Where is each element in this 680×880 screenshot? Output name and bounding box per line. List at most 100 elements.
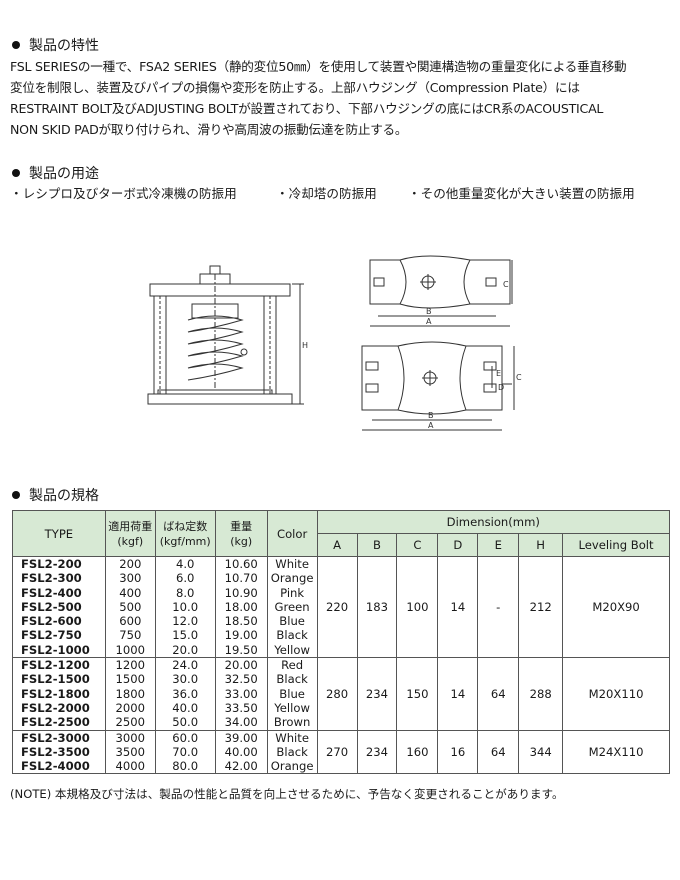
spring-value: 15.0 xyxy=(172,628,199,643)
bullet-icon xyxy=(12,41,20,49)
cell-dim-a: 280 xyxy=(316,657,358,731)
cell-dim-a: 220 xyxy=(316,556,358,659)
uses-heading: 製品の用途 xyxy=(10,166,99,182)
dim-label-c: C xyxy=(516,373,522,382)
spring-value: 4.0 xyxy=(175,557,195,571)
load-value: 600 xyxy=(119,614,142,629)
cell-dim-c: 150 xyxy=(396,657,439,731)
header-weight: 重量(kg) xyxy=(214,510,268,557)
type-value: FSL2-2000 xyxy=(21,700,90,715)
spring-value: 12.0 xyxy=(172,614,199,629)
load-value: 2500 xyxy=(115,715,146,730)
color-value: Red xyxy=(281,658,304,673)
load-value: 400 xyxy=(119,585,142,600)
weight-value: 33.00 xyxy=(224,686,258,701)
spring-value: 30.0 xyxy=(172,672,199,687)
spring-value: 50.0 xyxy=(172,715,199,730)
weight-value: 10.60 xyxy=(224,557,258,571)
color-value: Black xyxy=(276,672,308,687)
load-value: 200 xyxy=(119,557,142,571)
cell-dim-b: 234 xyxy=(356,657,398,731)
mount-bottom-plan-drawing: E D C B A xyxy=(361,341,522,431)
load-value: 1500 xyxy=(115,672,146,687)
cell-dim-h: 288 xyxy=(518,657,564,731)
color-value: Green xyxy=(274,599,310,614)
weight-value: 19.50 xyxy=(224,642,258,657)
cell-dim-c: 100 xyxy=(396,556,439,659)
dim-label-h: H xyxy=(302,341,308,350)
cell-dim-bolt: M20X110 xyxy=(562,657,670,731)
type-value: FSL2-1500 xyxy=(21,672,90,687)
header-c: C xyxy=(396,533,439,557)
weight-value: 40.00 xyxy=(224,744,258,759)
cell-dim-a: 270 xyxy=(316,730,358,775)
color-value: Orange xyxy=(270,759,314,774)
color-value: Yellow xyxy=(274,700,310,715)
weight-value: 39.00 xyxy=(224,730,258,745)
color-value: Black xyxy=(276,744,308,759)
header-a: A xyxy=(316,533,358,557)
header-color: Color xyxy=(266,510,318,557)
color-value: Blue xyxy=(279,614,305,629)
cell-dim-h: 212 xyxy=(518,556,564,659)
cell-dim-e: 64 xyxy=(477,657,520,731)
dim-label-a: A xyxy=(428,421,434,430)
spec-heading: 製品の規格 xyxy=(10,488,99,504)
type-value: FSL2-4000 xyxy=(21,759,90,774)
color-value: Orange xyxy=(270,571,314,586)
header-spring: ばね定数(kgf/mm) xyxy=(154,510,216,557)
weight-value: 20.00 xyxy=(224,658,258,673)
load-value: 4000 xyxy=(115,759,146,774)
spring-value: 70.0 xyxy=(172,744,199,759)
spring-value: 8.0 xyxy=(175,585,195,600)
header-load: 適用荷重(kgf) xyxy=(104,510,156,557)
type-value: FSL2-200 xyxy=(21,557,82,571)
cell-dim-d: 16 xyxy=(437,730,479,775)
spring-value: 10.0 xyxy=(172,599,199,614)
cell-dim-h: 344 xyxy=(518,730,564,775)
spring-value: 6.0 xyxy=(175,571,195,586)
dim-label-b: B xyxy=(428,411,434,420)
type-value: FSL2-750 xyxy=(21,628,82,643)
load-value: 500 xyxy=(119,599,142,614)
cell-dim-bolt: M20X90 xyxy=(562,556,670,659)
load-value: 750 xyxy=(119,628,142,643)
color-value: Blue xyxy=(279,686,305,701)
load-value: 2000 xyxy=(115,700,146,715)
color-value: White xyxy=(275,557,309,571)
color-value: Pink xyxy=(280,585,305,600)
load-value: 300 xyxy=(119,571,142,586)
spring-value: 36.0 xyxy=(172,686,199,701)
features-line: 変位を制限し、装置及びパイプの損傷や変形を防止する。上部ハウジング（Compre… xyxy=(10,80,580,95)
cell-dim-c: 160 xyxy=(396,730,439,775)
type-value: FSL2-500 xyxy=(21,599,82,614)
cell-dim-b: 183 xyxy=(356,556,398,659)
type-value: FSL2-600 xyxy=(21,614,82,629)
header-e: E xyxy=(477,533,520,557)
header-dimension: Dimension(mm) xyxy=(316,510,671,534)
spring-value: 20.0 xyxy=(172,642,199,657)
dim-label-c: C xyxy=(503,280,509,289)
type-value: FSL2-400 xyxy=(21,585,82,600)
color-value: Yellow xyxy=(274,642,310,657)
weight-value: 32.50 xyxy=(224,672,258,687)
mount-top-plan-drawing: C B A xyxy=(369,255,513,327)
cell-dim-bolt: M24X110 xyxy=(562,730,670,775)
type-value: FSL2-1000 xyxy=(21,642,90,657)
header-leveling-bolt: Leveling Bolt xyxy=(562,533,670,557)
type-value: FSL2-2500 xyxy=(21,715,90,730)
type-value: FSL2-3000 xyxy=(21,730,90,745)
color-value: White xyxy=(275,730,309,745)
type-value: FSL2-300 xyxy=(21,571,82,586)
header-h: H xyxy=(518,533,564,557)
weight-value: 33.50 xyxy=(224,700,258,715)
